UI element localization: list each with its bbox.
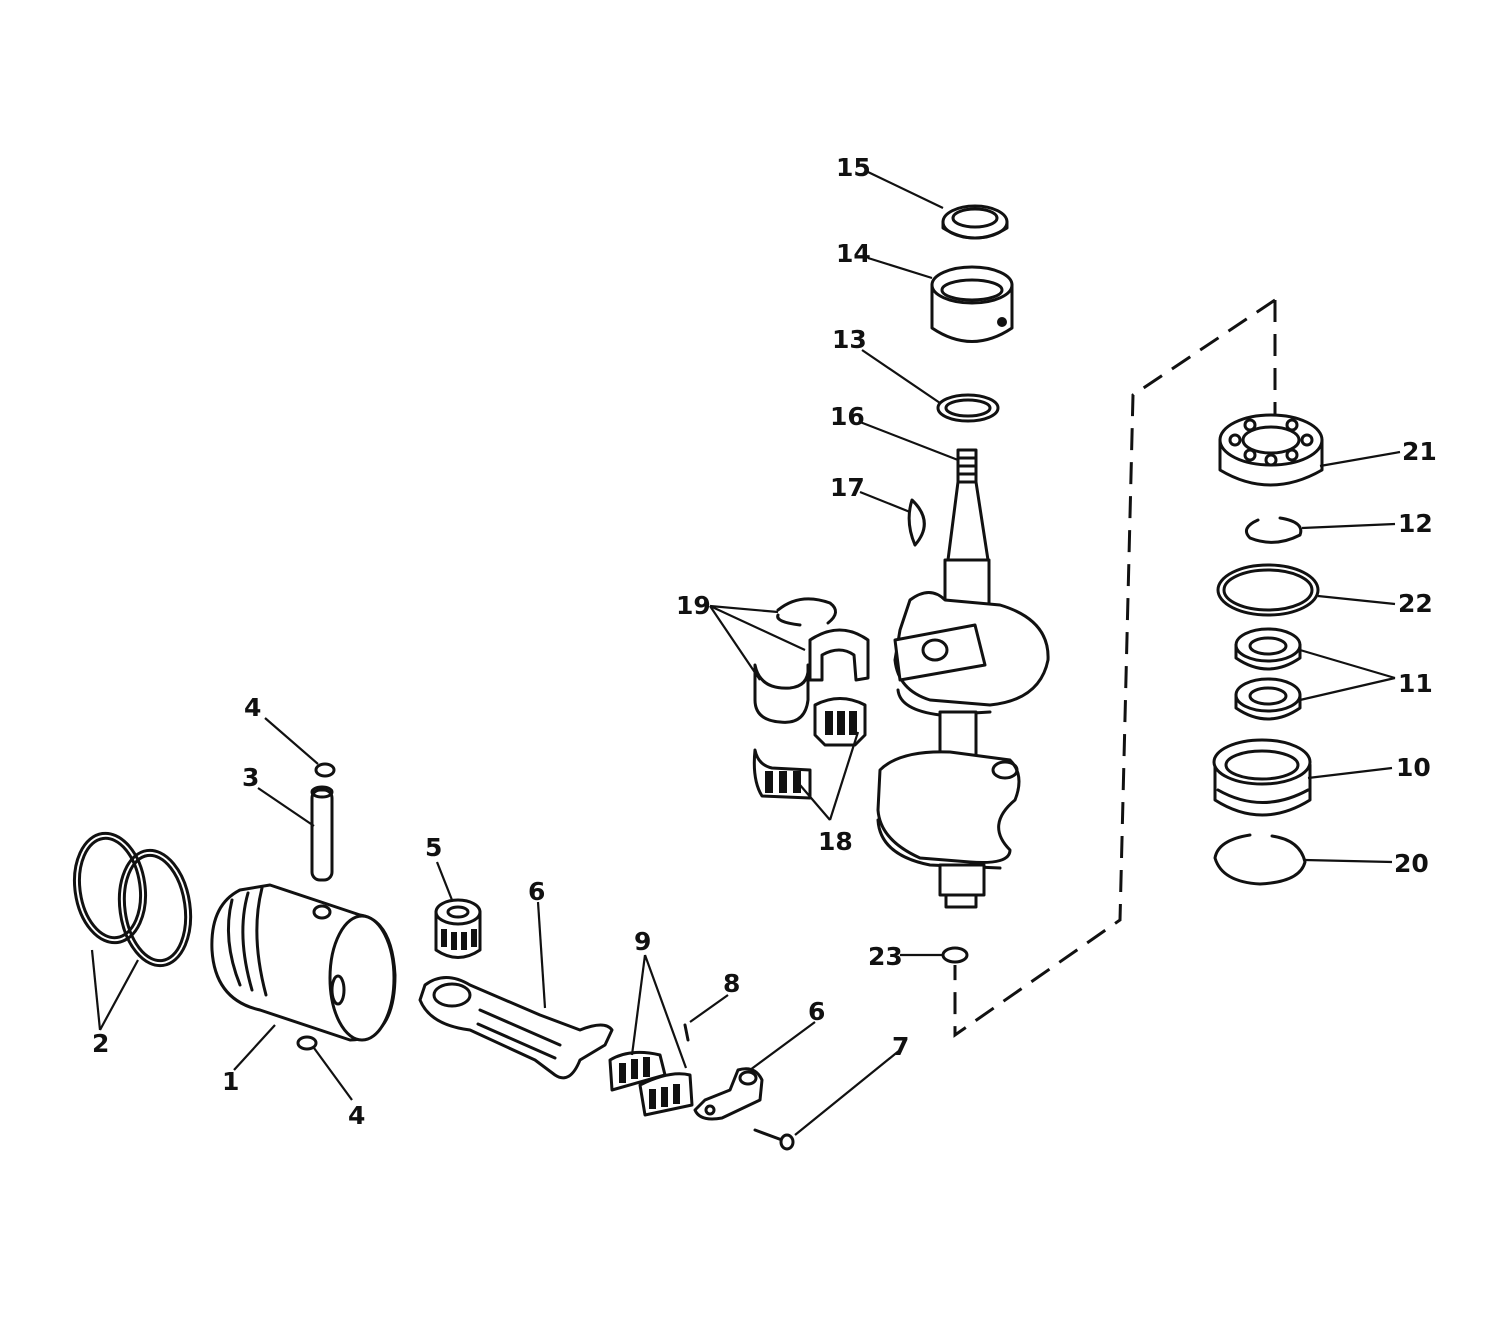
part-23-washer: [941, 946, 969, 964]
callout-9: 9: [634, 927, 651, 956]
part-17-key: [907, 498, 926, 547]
callout-17: 17: [830, 473, 865, 502]
callout-18: 18: [818, 827, 853, 856]
callout-4-upper: 4: [244, 693, 261, 722]
callout-14: 14: [836, 239, 871, 268]
part-18-needle-bearings: [752, 697, 867, 800]
callout-12: 12: [1398, 509, 1433, 538]
part-19-bearing-cages: [753, 597, 870, 724]
part-11-seals: [1234, 627, 1302, 721]
callout-19: 19: [676, 591, 711, 620]
callout-23: 23: [868, 942, 903, 971]
part-1-piston: [210, 883, 397, 1042]
part-13-ring: [936, 393, 1000, 423]
part-15-seal: [941, 204, 1009, 240]
part-16-crankshaft: [876, 448, 1050, 909]
part-7-screw: [753, 1128, 795, 1151]
part-5-needle-bearing: [434, 898, 482, 959]
callout-21: 21: [1402, 437, 1437, 466]
part-21-ball-bearing: [1218, 413, 1324, 487]
assembly-dashed-line: [953, 298, 1277, 1038]
callout-1: 1: [222, 1067, 239, 1096]
leader-lines: [90, 171, 1401, 1136]
callout-15: 15: [836, 153, 871, 182]
callout-4-lower: 4: [348, 1101, 365, 1130]
part-14-bearing-housing: [930, 265, 1014, 343]
callout-16: 16: [830, 402, 865, 431]
callout-6-cap: 6: [808, 997, 825, 1026]
part-6-connecting-rod: [418, 976, 614, 1080]
callout-11: 11: [1398, 669, 1433, 698]
part-10-housing: [1212, 738, 1312, 817]
part-22-o-ring: [1216, 563, 1320, 617]
part-9-needle-bearings: [608, 1050, 694, 1117]
part-4-clip-upper: [314, 762, 336, 778]
callout-8: 8: [723, 969, 740, 998]
callout-3: 3: [242, 763, 259, 792]
part-12-snap-ring: [1244, 516, 1303, 544]
callout-2: 2: [92, 1029, 109, 1058]
callout-6-rod: 6: [528, 877, 545, 906]
callout-7: 7: [892, 1032, 909, 1061]
part-2-piston-rings: [73, 831, 193, 968]
part-4-clip-lower: [296, 1035, 318, 1051]
callout-20: 20: [1394, 849, 1429, 878]
part-3-wrist-pin: [310, 785, 334, 882]
callout-labels: 15 14 13 16 17 19 18 21 12 22 11 10 20 2…: [92, 153, 1437, 1130]
callout-10: 10: [1396, 753, 1431, 782]
callout-13: 13: [832, 325, 867, 354]
callout-5: 5: [425, 833, 442, 862]
part-20-retaining-ring: [1213, 833, 1307, 886]
callout-22: 22: [1398, 589, 1433, 618]
part-8-pin: [683, 1023, 690, 1042]
part-6-rod-cap: [693, 1067, 764, 1121]
